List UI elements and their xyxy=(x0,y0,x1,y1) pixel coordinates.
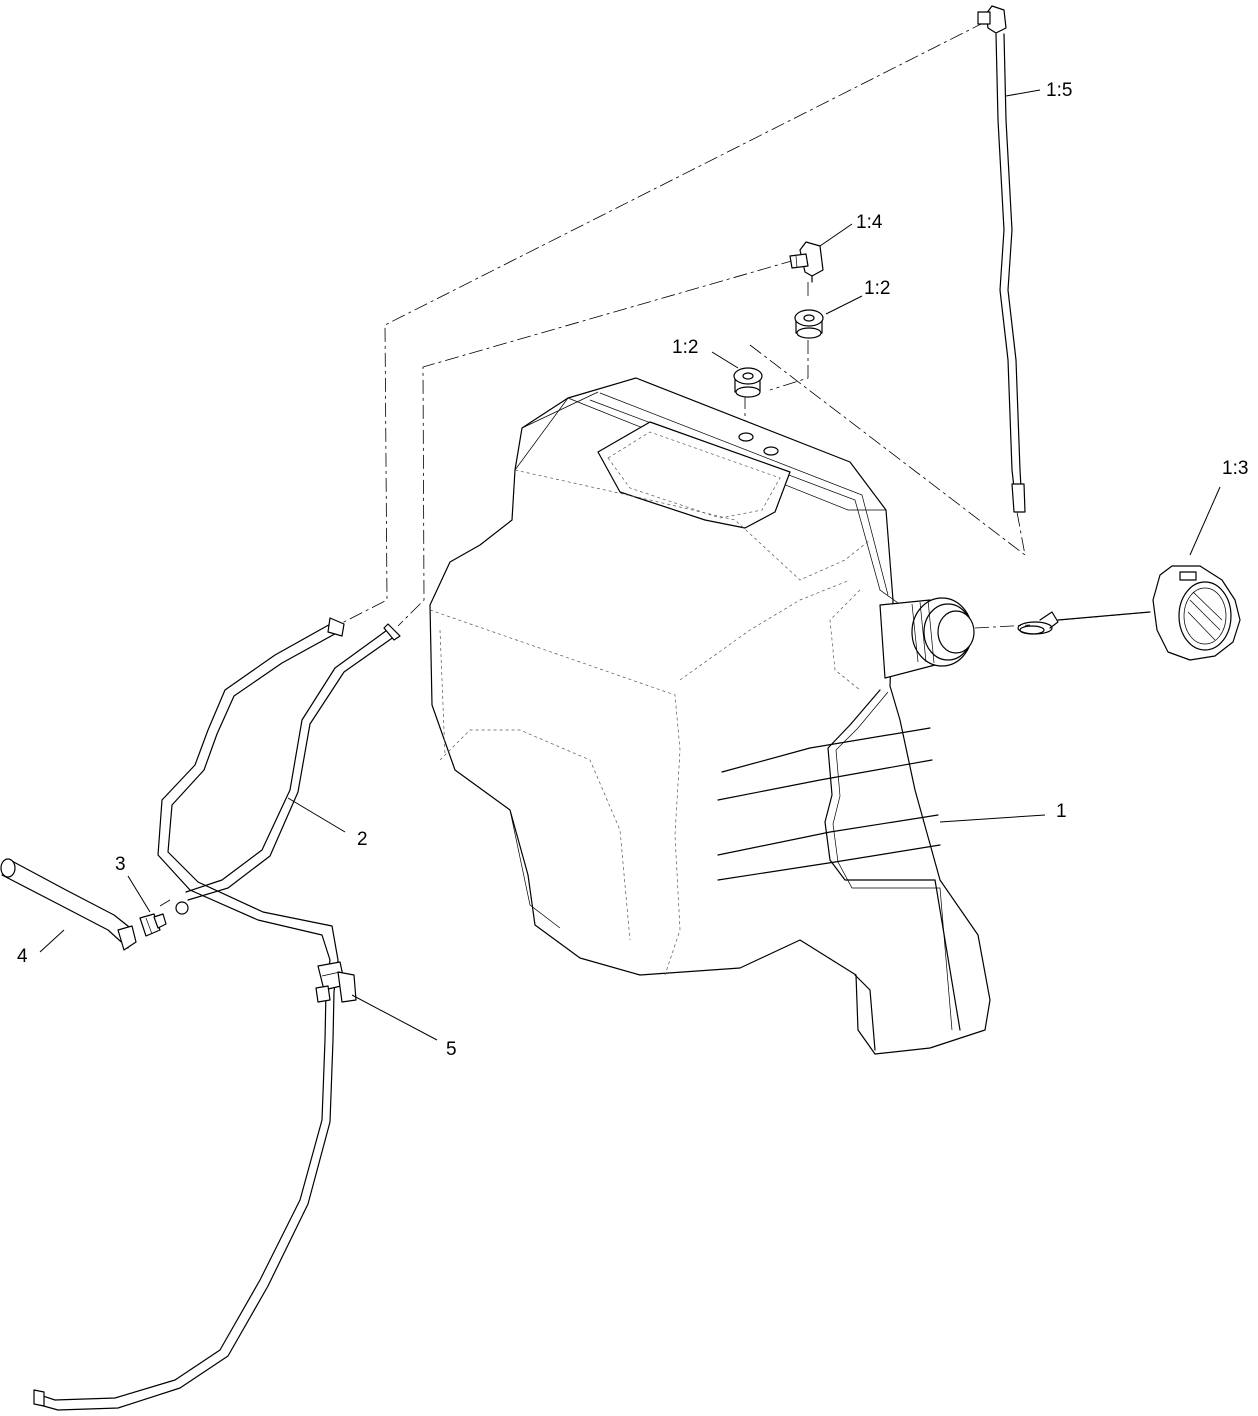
hose-4 xyxy=(0,858,137,951)
shutoff-valve-5 xyxy=(315,961,357,1003)
return-hose xyxy=(33,617,345,1411)
elbow-fitting-1-4 xyxy=(789,241,824,283)
fuel-pickup-tube xyxy=(977,5,1026,513)
callout-1: 1 xyxy=(1056,801,1067,822)
callout-1-2-left: 1:2 xyxy=(672,337,698,358)
callout-1-4: 1:4 xyxy=(856,212,883,233)
grommet-left xyxy=(733,367,763,398)
callout-5: 5 xyxy=(446,1039,457,1060)
callout-2: 2 xyxy=(357,829,368,850)
hose-2 xyxy=(175,623,401,915)
fuel-cap xyxy=(1152,565,1241,661)
grommet-right xyxy=(794,309,824,339)
callout-1-2-right: 1:2 xyxy=(864,278,890,299)
fuel-tank xyxy=(429,377,991,1055)
leader-lines xyxy=(39,89,1221,1041)
callout-1-3: 1:3 xyxy=(1222,458,1248,479)
callout-labels: 1:5 1:4 1:2 1:2 1:3 1 2 3 4 5 xyxy=(17,80,1248,1060)
cap-tether xyxy=(1017,611,1151,635)
fitting-3 xyxy=(139,913,167,937)
callout-3: 3 xyxy=(115,854,126,875)
callout-1-5: 1:5 xyxy=(1046,80,1072,101)
callout-4: 4 xyxy=(17,946,28,967)
